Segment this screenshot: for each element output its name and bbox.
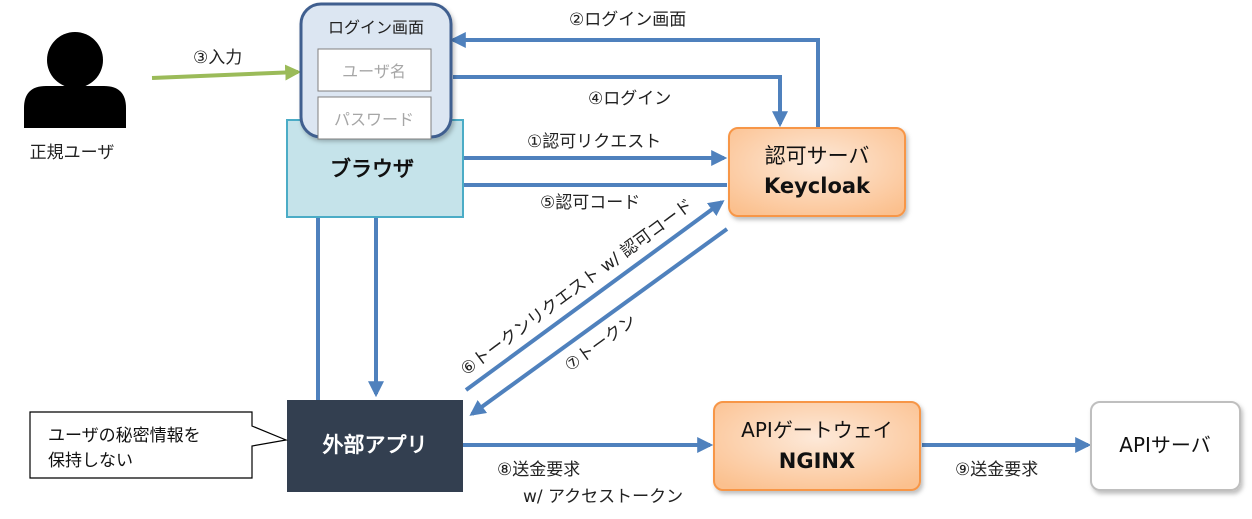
step5-label: ⑤認可コード <box>540 193 640 213</box>
step3-label: ③入力 <box>193 48 242 68</box>
callout-bubble <box>29 411 289 479</box>
arrow-step2-login-screen <box>449 32 820 127</box>
auth-server-product: Keycloak <box>764 174 871 198</box>
arrow-step6-token-request <box>464 200 725 392</box>
step1-label: ①認可リクエスト <box>527 132 661 152</box>
step8-label-line2: w/ アクセストークン <box>523 487 683 507</box>
api-server-label: APIサーバ <box>1119 433 1210 457</box>
step4-label: ④ログイン <box>588 89 671 109</box>
callout-line1: ユーザの秘密情報を <box>48 426 201 446</box>
username-placeholder: ユーザ名 <box>342 62 406 81</box>
step8-label-line1: ⑧送金要求 <box>497 460 580 480</box>
password-field[interactable] <box>317 96 432 140</box>
api-server-box <box>1090 401 1241 491</box>
browser-label: ブラウザ <box>330 157 414 181</box>
username-field[interactable] <box>317 48 432 92</box>
callout-line2: 保持しない <box>48 451 133 471</box>
external-app-label: 外部アプリ <box>323 433 428 457</box>
password-placeholder: パスワード <box>334 110 414 129</box>
gateway-box <box>713 401 921 491</box>
arrow-step3-input <box>151 64 302 81</box>
external-app-box <box>287 400 463 492</box>
step9-label: ⑨送金要求 <box>955 460 1038 480</box>
step2-label: ②ログイン画面 <box>569 10 686 30</box>
auth-server-title: 認可サーバ <box>765 144 870 168</box>
gateway-title: APIゲートウェイ <box>741 418 893 442</box>
login-window-title: ログイン画面 <box>328 18 424 37</box>
arrow-step7-token <box>469 227 729 416</box>
user-label: 正規ユーザ <box>30 143 115 163</box>
gateway-product: NGINX <box>779 449 855 473</box>
user-icon <box>24 32 126 128</box>
arrow-step4-login <box>453 75 788 128</box>
auth-server-box <box>728 127 906 217</box>
